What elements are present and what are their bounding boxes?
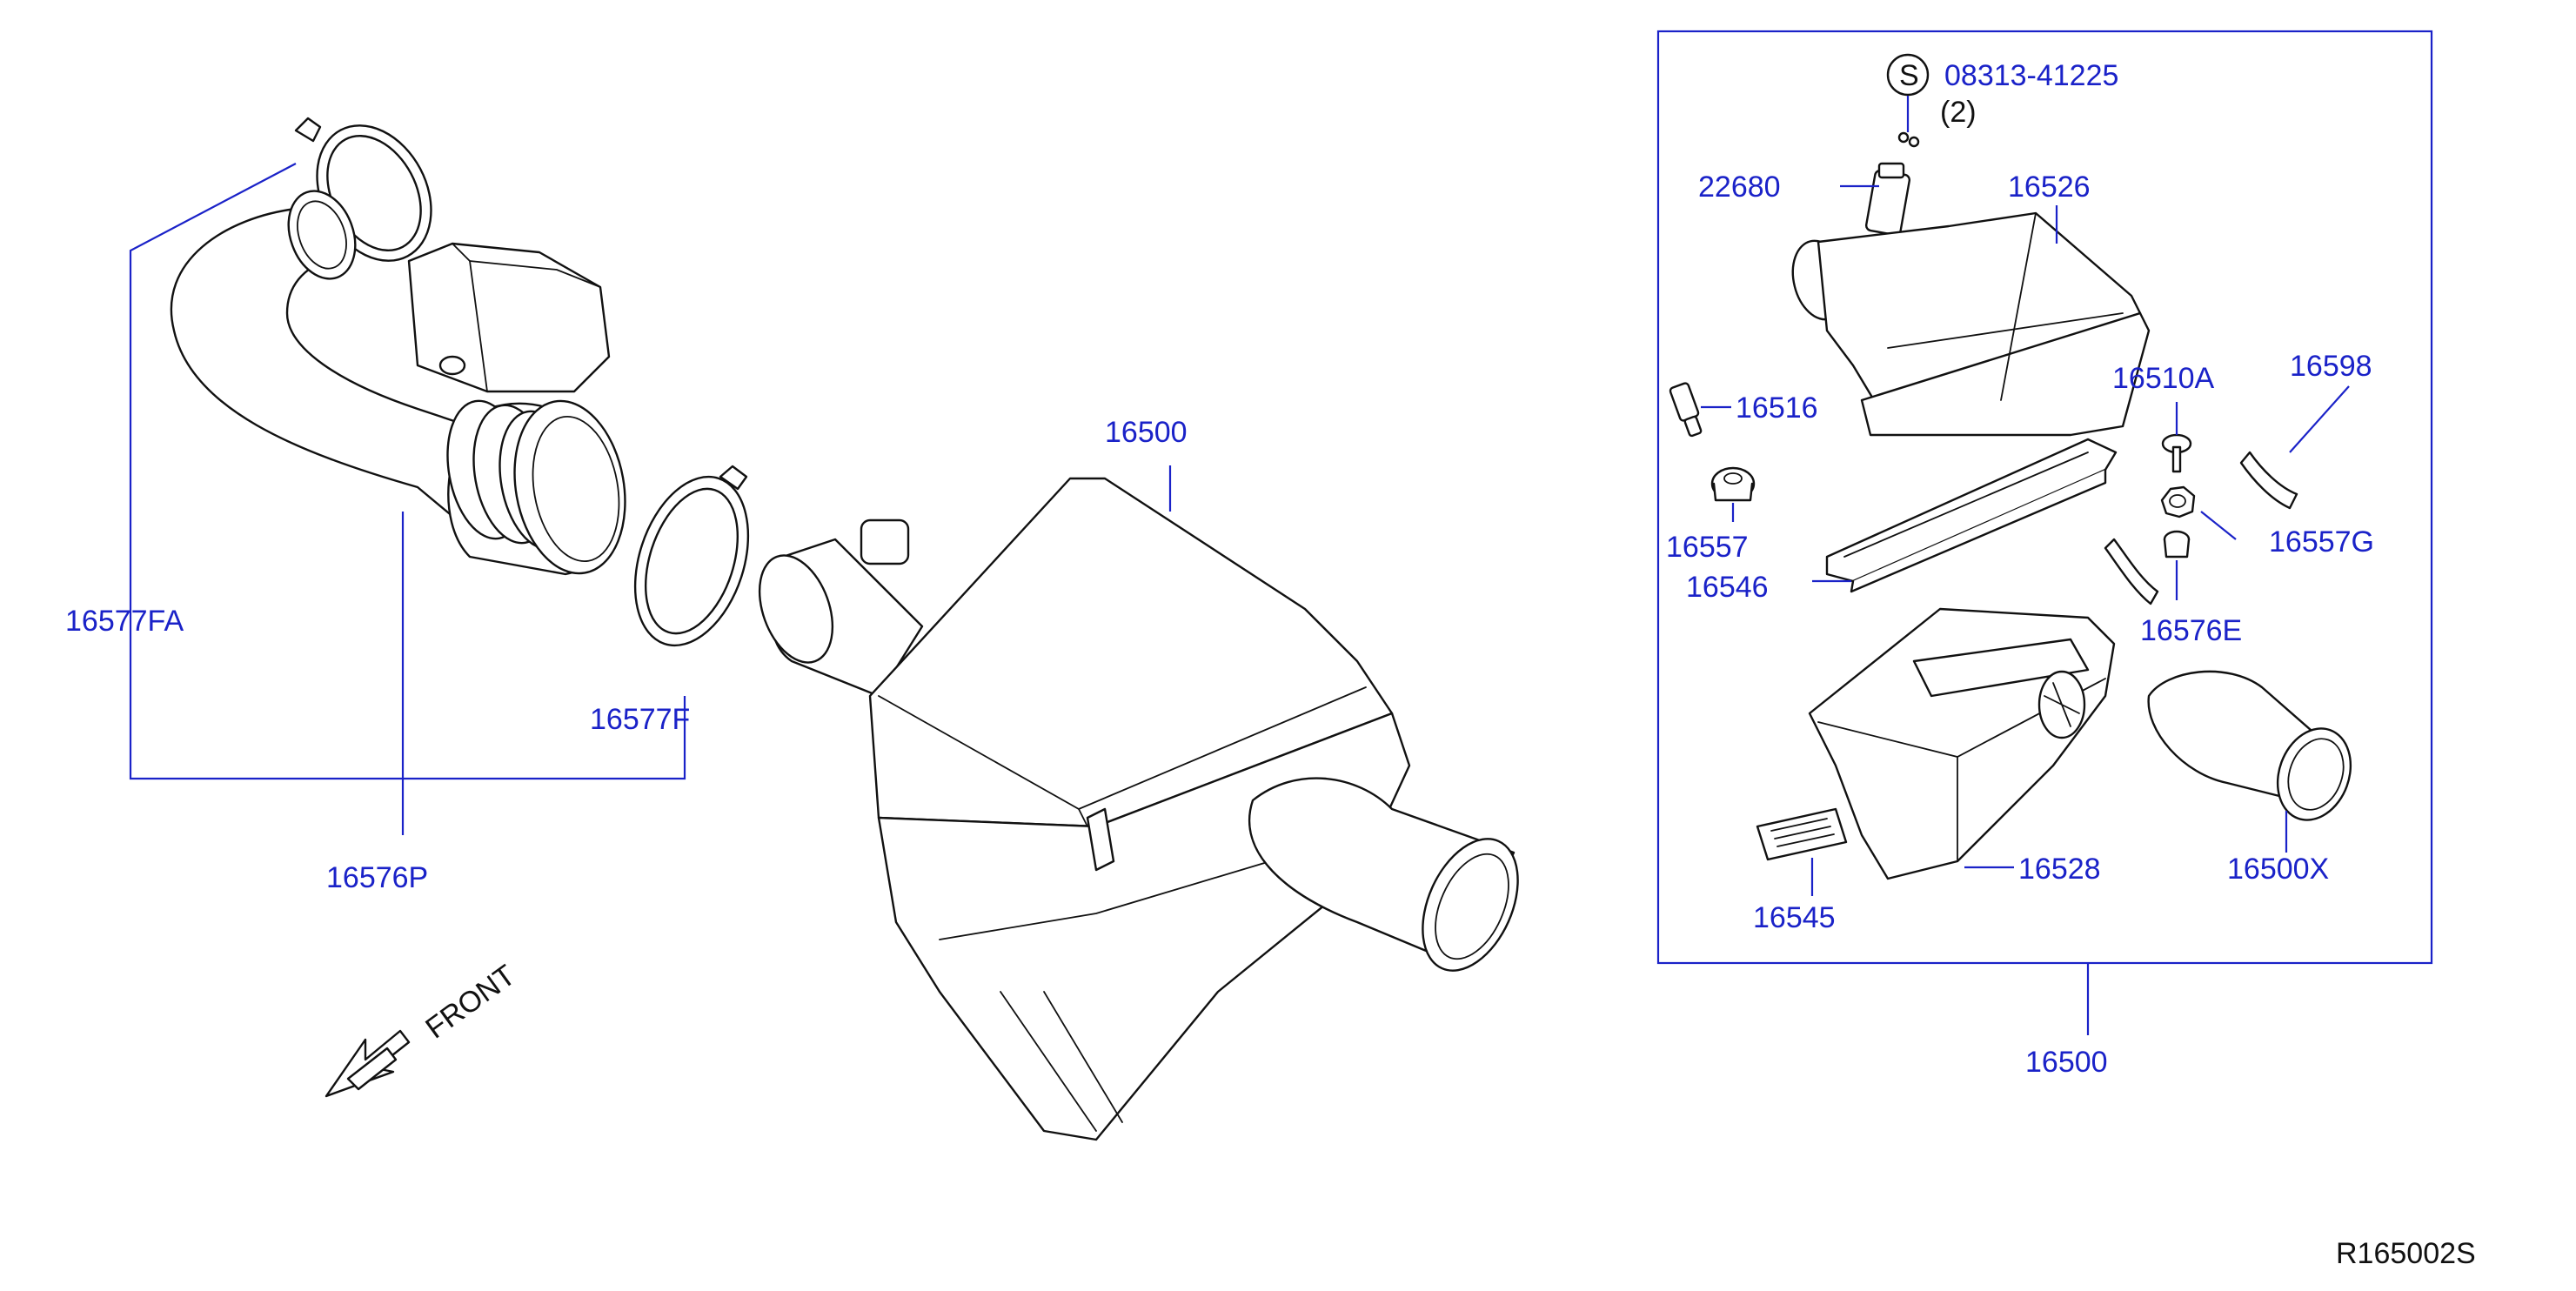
label-16500-left: 16500 (1105, 416, 1188, 449)
leader-lines (129, 96, 2350, 1035)
label-16598: 16598 (2290, 350, 2372, 383)
clip-16598 (2239, 451, 2298, 510)
air-cleaner-assembly-16500 (758, 477, 1519, 1141)
label-16577F: 16577F (590, 703, 690, 736)
clamp-16577F (633, 465, 750, 647)
label-16577FA: 16577FA (65, 605, 184, 638)
sensor-22680 (1864, 131, 1920, 237)
label-16546: 16546 (1686, 571, 1769, 604)
grommet-16557 (1710, 466, 1756, 502)
label-plate-16545 (1756, 807, 1848, 861)
hose-16576P (446, 399, 626, 576)
front-label: FRONT (419, 959, 521, 1046)
bolt-16510A (2161, 433, 2192, 473)
grommet-16557G (2160, 485, 2196, 518)
label-16500-right: 16500 (2025, 1046, 2108, 1079)
label-08313-qty: (2) (1940, 96, 1977, 129)
label-16510A: 16510A (2112, 362, 2215, 395)
label-08313-41225: 08313-41225 (1944, 59, 2118, 92)
label-16526: 16526 (2008, 171, 2091, 204)
part-labels: 16577FA 16576P 16577F 16500 08313-41225 … (65, 59, 2374, 1079)
label-16576E: 16576E (2140, 614, 2242, 647)
label-16500X: 16500X (2227, 853, 2329, 886)
lower-case-16528 (1808, 607, 2116, 880)
outlet-duct-16500X (2147, 670, 2352, 821)
label-16528: 16528 (2018, 853, 2101, 886)
label-16516: 16516 (1736, 391, 1818, 425)
label-16576P: 16576P (326, 861, 428, 894)
upper-case-16526 (1791, 211, 2151, 437)
label-16545: 16545 (1753, 901, 1836, 934)
front-direction-arrow: FRONT (325, 959, 521, 1098)
exploded-view-frame (1656, 30, 2433, 965)
clip-16598-pair (2104, 538, 2159, 605)
screw-16516 (1669, 382, 1703, 438)
label-16557: 16557 (1666, 531, 1749, 564)
intake-duct-assembly (170, 117, 750, 647)
bushing-16576E (2163, 530, 2191, 559)
standard-part-symbol-letter: S (1899, 59, 1919, 92)
resonator-box (407, 242, 611, 393)
standard-part-symbol (1886, 53, 1930, 97)
air-duct (170, 190, 524, 532)
drawing-code: R165002S (2336, 1237, 2476, 1270)
label-22680: 22680 (1698, 171, 1781, 204)
filter-element-16546 (1825, 438, 2118, 593)
label-16557G: 16557G (2269, 525, 2374, 559)
